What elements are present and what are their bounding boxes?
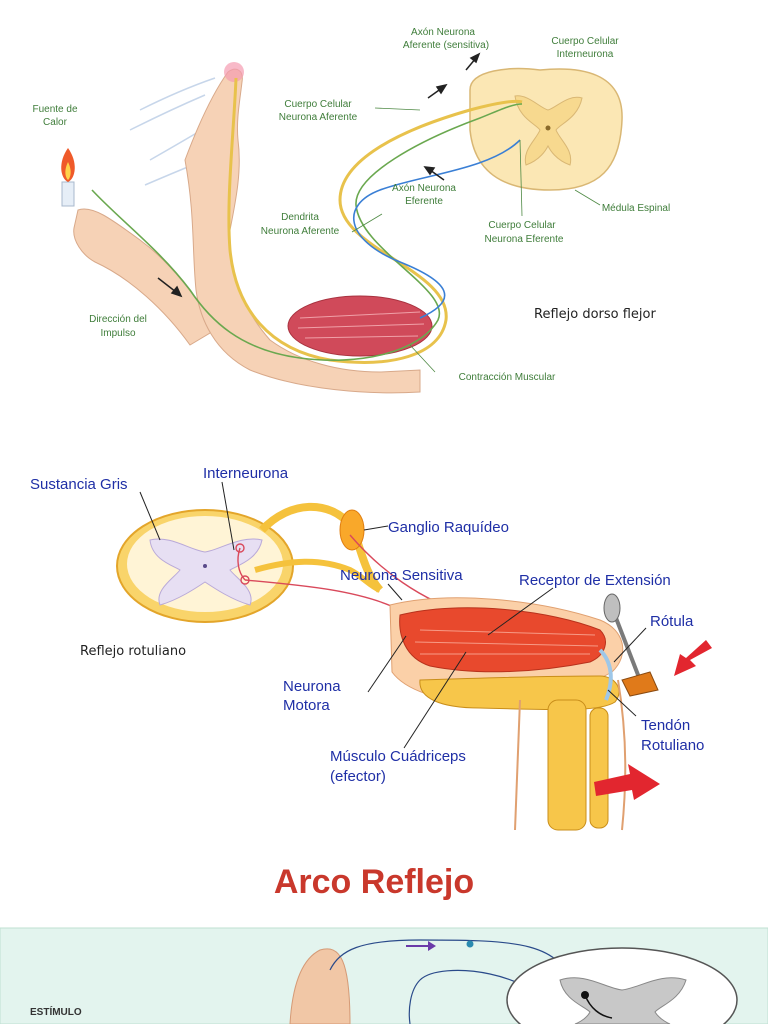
candle-flame-icon (61, 148, 75, 207)
spinal-cord-section (116, 509, 294, 623)
label-axon-aferente-line2: Aferente (sensitiva) (403, 40, 489, 51)
label-neurona-motora-line2: Motora (283, 697, 330, 714)
label-medula: Médula Espinal (602, 203, 670, 214)
diagram-reflejo-dorso-flexor: Fuente de Calor Axón Neurona Aferente (s… (0, 0, 768, 420)
efferent-nerve-blue (353, 139, 521, 319)
label-sustancia-gris: Sustancia Gris (30, 476, 128, 493)
stimulus-arrow (674, 640, 712, 676)
label-receptor: Receptor de Extensión (519, 572, 671, 589)
direction-arrows (157, 52, 481, 298)
pointer-lines-2 (139, 481, 647, 749)
label-fuente-line1: Fuente de (32, 104, 77, 115)
label-cuerpo-aferente-line2: Neurona Aferente (279, 112, 358, 123)
label-axon-aferente-line1: Axón Neurona (411, 27, 475, 38)
label-cuerpo-aferente-line1: Cuerpo Celular (284, 99, 352, 110)
label-fuente-line2: Calor (43, 117, 68, 128)
label-direccion-line2: Impulso (100, 328, 135, 339)
label-tendon-line1: Tendón (641, 717, 690, 734)
label-estimulo: ESTÍMULO (30, 1005, 82, 1018)
pointer-lines (351, 107, 601, 373)
arco-reflejo-title: Arco Reflejo (274, 863, 474, 901)
label-dendrita-line2: Neurona Aferente (261, 226, 340, 237)
label-neurona-motora-line1: Neurona (283, 678, 341, 695)
kick-arrow (594, 764, 660, 800)
label-neurona-sensitiva: Neurona Sensitiva (340, 567, 463, 584)
label-cuerpo-inter-line2: Interneurona (557, 49, 614, 60)
impulse-dot (466, 940, 474, 948)
label-tendon-line2: Rotuliano (641, 737, 704, 754)
label-cuerpo-eferente-line1: Cuerpo Celular (488, 220, 556, 231)
quadriceps-muscle (399, 607, 606, 673)
label-musculo-line2: (efector) (330, 768, 386, 785)
fibula (589, 707, 609, 829)
impulse-arrow (406, 941, 436, 951)
spinal-cord-section-3 (506, 947, 738, 1024)
label-dendrita-line1: Dendrita (281, 212, 319, 223)
skin-section (289, 948, 351, 1024)
diagram-reflejo-rotuliano: Sustancia Gris Interneurona Ganglio Raqu… (0, 440, 768, 840)
diagram-3-illustration: Arco Reflejo ESTÍMULO (0, 863, 768, 1024)
label-contraccion: Contracción Muscular (459, 372, 556, 383)
muscle-fibers (297, 311, 425, 339)
tendon (598, 648, 613, 701)
diagram-1-illustration: Fuente de Calor Axón Neurona Aferente (s… (32, 27, 670, 394)
label-axon-eferente-line2: Eferente (405, 196, 443, 207)
label-musculo-line1: Músculo Cuádriceps (330, 748, 466, 765)
afferent-axon-green (91, 103, 523, 361)
label-ganglio: Ganglio Raquídeo (388, 519, 509, 536)
muscle-fibers-2 (414, 629, 599, 655)
spinal-cord (469, 67, 623, 191)
label-direccion-line1: Dirección del (89, 314, 147, 325)
forearm-lower (73, 208, 216, 346)
label-axon-eferente-line1: Axón Neurona (392, 183, 456, 194)
caption-reflejo-dorso: Reflejo dorso flejor (534, 307, 656, 322)
label-interneurona: Interneurona (203, 465, 289, 482)
lower-leg-outline (514, 699, 521, 831)
ganglion (339, 509, 365, 551)
diagram-2-illustration: Sustancia Gris Interneurona Ganglio Raqu… (30, 465, 712, 831)
caption-reflejo-rotuliano: Reflejo rotuliano (80, 644, 187, 659)
heat-glow (224, 62, 244, 82)
tibia (547, 699, 587, 831)
reflex-hammer-icon (603, 593, 659, 697)
label-rotula: Rótula (650, 613, 694, 630)
afferent-nerve (227, 77, 523, 364)
ventral-root (254, 558, 382, 593)
label-cuerpo-inter-line1: Cuerpo Celular (551, 36, 619, 47)
label-cuerpo-eferente-line2: Neurona Eferente (485, 234, 564, 245)
diagram-arco-reflejo: Arco Reflejo ESTÍMULO (0, 840, 768, 1024)
